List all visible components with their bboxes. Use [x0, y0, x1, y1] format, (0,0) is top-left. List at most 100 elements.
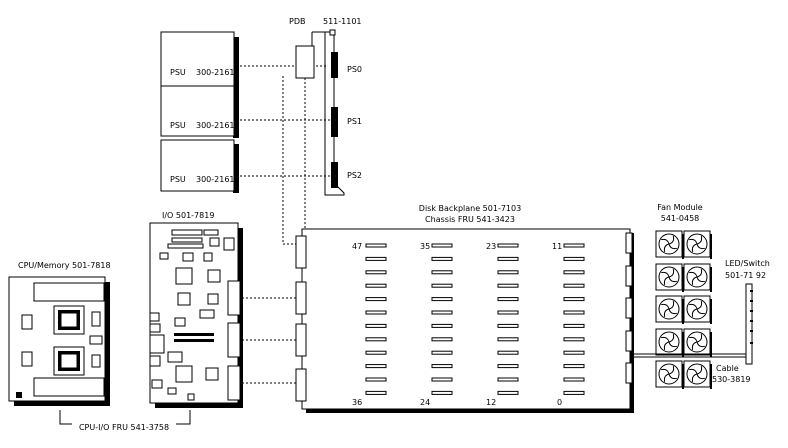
backplane-number-top-0: 47 — [352, 242, 362, 251]
backplane-number-top-3: 11 — [552, 242, 562, 251]
cpu-io-bracket-right — [176, 410, 191, 425]
led-switch-title-line2: 501-71 92 — [725, 271, 766, 280]
disk-slot — [431, 364, 453, 369]
led-switch-board — [745, 283, 753, 365]
disk-slot — [431, 297, 453, 302]
pdb-slot-ps0: PS0 — [347, 65, 362, 74]
disk-slot — [563, 323, 585, 328]
disk-slot — [365, 310, 387, 315]
cpu-memory-board — [8, 276, 110, 406]
disk-slot — [431, 283, 453, 288]
disk-slot — [431, 323, 453, 328]
backplane-number-bottom-0: 36 — [352, 398, 362, 407]
disk-slot — [497, 297, 519, 302]
backplane-number-top-1: 35 — [420, 242, 430, 251]
pdb-to-backplane-link — [282, 76, 296, 245]
disk-slot — [431, 377, 453, 382]
disk-slot — [497, 310, 519, 315]
disk-slot — [497, 323, 519, 328]
io-board — [149, 222, 243, 408]
disk-slot — [365, 350, 387, 355]
psu-2-part: 300-2161 — [196, 175, 235, 184]
disk-slot — [563, 390, 585, 395]
psu-2-label: PSU — [170, 175, 186, 184]
backplane-number-top-2: 23 — [486, 242, 496, 251]
disk-slot — [497, 270, 519, 275]
disk-slots — [365, 243, 585, 395]
disk-slot — [431, 256, 453, 261]
backplane-number-bottom-1: 24 — [420, 398, 430, 407]
disk-slot — [365, 323, 387, 328]
psu-1-part: 300-2161 — [196, 121, 235, 130]
fan-modules — [655, 230, 712, 389]
pdb-slot-ps1: PS1 — [347, 117, 362, 126]
backplane-number-bottom-2: 12 — [486, 398, 496, 407]
disk-slot — [563, 256, 585, 261]
fan-icon — [683, 295, 712, 324]
psu-0-label: PSU — [170, 68, 186, 77]
disk-slot — [431, 390, 453, 395]
disk-slot — [563, 243, 585, 248]
pdb-slot-ps2: PS2 — [347, 171, 362, 180]
fan-module-title-line2: 541-0458 — [661, 214, 700, 223]
disk-slot — [563, 364, 585, 369]
disk-slot — [563, 337, 585, 342]
backplane-title-line2: Chassis FRU 541-3423 — [425, 215, 515, 224]
pdb-part: 511-1101 — [323, 17, 362, 26]
disk-slot — [431, 337, 453, 342]
fan-icon — [683, 230, 712, 259]
io-board-title: I/O 501-7819 — [162, 211, 214, 220]
psu-0-part: 300-2161 — [196, 68, 235, 77]
disk-slot — [497, 243, 519, 248]
disk-slot — [497, 337, 519, 342]
disk-slot — [497, 256, 519, 261]
disk-slot — [497, 364, 519, 369]
disk-slot — [431, 270, 453, 275]
cable-title-line1: Cable — [716, 364, 739, 373]
disk-slot — [563, 297, 585, 302]
disk-slot — [497, 377, 519, 382]
fan-icon — [655, 230, 684, 259]
fan-icon — [683, 360, 712, 389]
cpu-board-title: CPU/Memory 501-7818 — [18, 261, 111, 270]
disk-slot — [563, 350, 585, 355]
cable-title-line2: 530-3819 — [712, 375, 751, 384]
fan-module-title-line1: Fan Module — [657, 203, 703, 212]
disk-slot — [563, 283, 585, 288]
cpu-io-fru-label: CPU-I/O FRU 541-3758 — [79, 423, 169, 432]
disk-slot — [365, 283, 387, 288]
disk-slot — [431, 350, 453, 355]
fan-icon — [683, 263, 712, 292]
disk-slot — [431, 243, 453, 248]
pdb-label: PDB — [289, 17, 305, 26]
disk-slot — [365, 377, 387, 382]
disk-slot — [431, 310, 453, 315]
disk-backplane — [301, 228, 634, 413]
disk-slot — [497, 283, 519, 288]
backplane-title-line1: Disk Backplane 501-7103 — [419, 204, 521, 213]
cpu-io-bracket-left — [59, 410, 72, 425]
backplane-left-connectors — [295, 235, 307, 402]
backplane-number-bottom-3: 0 — [557, 398, 562, 407]
disk-slot — [497, 390, 519, 395]
psu-2 — [160, 139, 239, 193]
disk-slot — [365, 243, 387, 248]
fan-icon — [683, 328, 712, 357]
pdb-board — [295, 29, 345, 196]
disk-slot — [563, 310, 585, 315]
disk-slot — [365, 256, 387, 261]
psu-1 — [160, 85, 239, 138]
fan-icon — [655, 263, 684, 292]
disk-slot — [365, 390, 387, 395]
led-switch-title-line1: LED/Switch — [725, 259, 770, 268]
disk-slot — [365, 270, 387, 275]
disk-slot — [365, 364, 387, 369]
disk-slot — [365, 297, 387, 302]
fan-icon — [655, 295, 684, 324]
fan-icon — [655, 328, 684, 357]
backplane-right-connectors — [625, 232, 633, 384]
disk-slot — [365, 337, 387, 342]
disk-slot — [563, 270, 585, 275]
